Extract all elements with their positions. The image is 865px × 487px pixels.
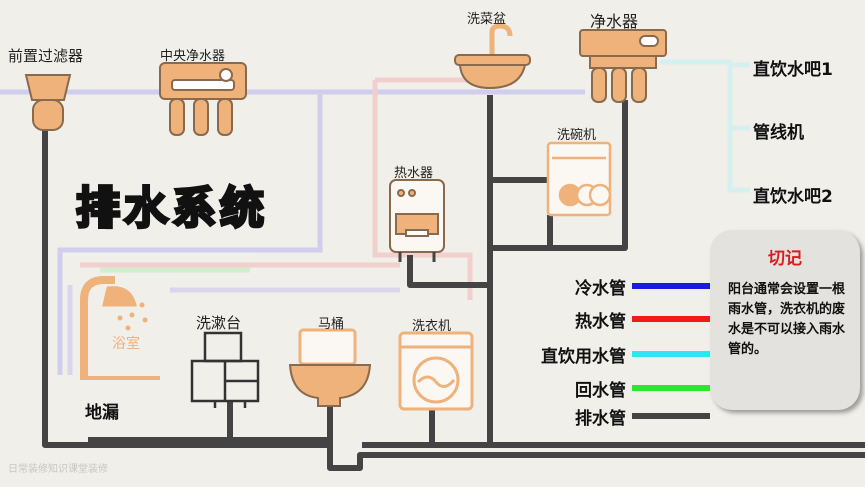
watermark: 日常装修知识课堂装修: [8, 464, 108, 475]
purifier-label: 净水器: [590, 12, 639, 31]
bar1-label: 直饮水吧1: [753, 60, 833, 80]
dishwasher-label: 洗碗机: [557, 128, 597, 143]
legend-swatch: [632, 351, 710, 357]
legend-item: 排水管: [520, 404, 710, 429]
legend-item: 热水管: [520, 307, 710, 332]
note-heading: 切记: [768, 249, 802, 269]
shower-drops: [117, 302, 148, 331]
water-heater-label: 热水器: [394, 166, 434, 181]
central-purifier-icon: [159, 62, 247, 136]
prefilter-label: 前置过滤器: [8, 47, 84, 65]
legend-label: 热水管: [575, 312, 626, 332]
legend-label: 回水管: [575, 381, 626, 401]
legend-swatch: [632, 413, 710, 419]
bathroom-label: 浴室: [112, 336, 140, 352]
legend-label: 排水管: [575, 409, 626, 429]
legend-swatch: [632, 385, 710, 391]
washbasin-icon: [190, 331, 260, 408]
legend-label: 冷水管: [575, 279, 626, 299]
washer-label: 洗衣机: [412, 319, 452, 334]
prefilter-icon: [24, 74, 72, 131]
pipe-machine-label: 管线机: [753, 123, 804, 143]
dishwasher-icon: [546, 141, 612, 217]
note-card: 切记 阳台通常会设置一根雨水管，洗衣机的废水是不可以接入雨水管的。: [710, 230, 860, 410]
legend-item: 直饮用水管: [520, 342, 710, 367]
toilet-icon: [288, 328, 372, 407]
shower-icon: [80, 276, 160, 380]
bar2-label: 直饮水吧2: [753, 187, 833, 207]
legend-item: 冷水管: [520, 274, 710, 299]
legend-swatch: [632, 316, 710, 322]
legend-label: 直饮用水管: [541, 347, 626, 367]
sink-icon: [454, 23, 531, 90]
supply-pipes: [0, 59, 750, 375]
drain-pipes: [42, 95, 865, 471]
sink-label: 洗菜盆: [467, 12, 507, 27]
washer-icon: [398, 331, 474, 411]
water-heater-icon: [389, 179, 445, 262]
washbasin-label: 洗漱台: [196, 314, 242, 332]
purifier-icon: [579, 29, 667, 103]
page-title: 排水系统: [75, 182, 268, 236]
central-purifier-label: 中央净水器: [160, 49, 226, 64]
legend-swatch: [632, 283, 710, 289]
note-text: 阳台通常会设置一根雨水管，洗衣机的废水是不可以接入雨水管的。: [728, 282, 846, 357]
floor-drain-label: 地漏: [85, 403, 119, 423]
legend-item: 回水管: [520, 376, 710, 401]
toilet-label: 马桶: [318, 317, 345, 332]
